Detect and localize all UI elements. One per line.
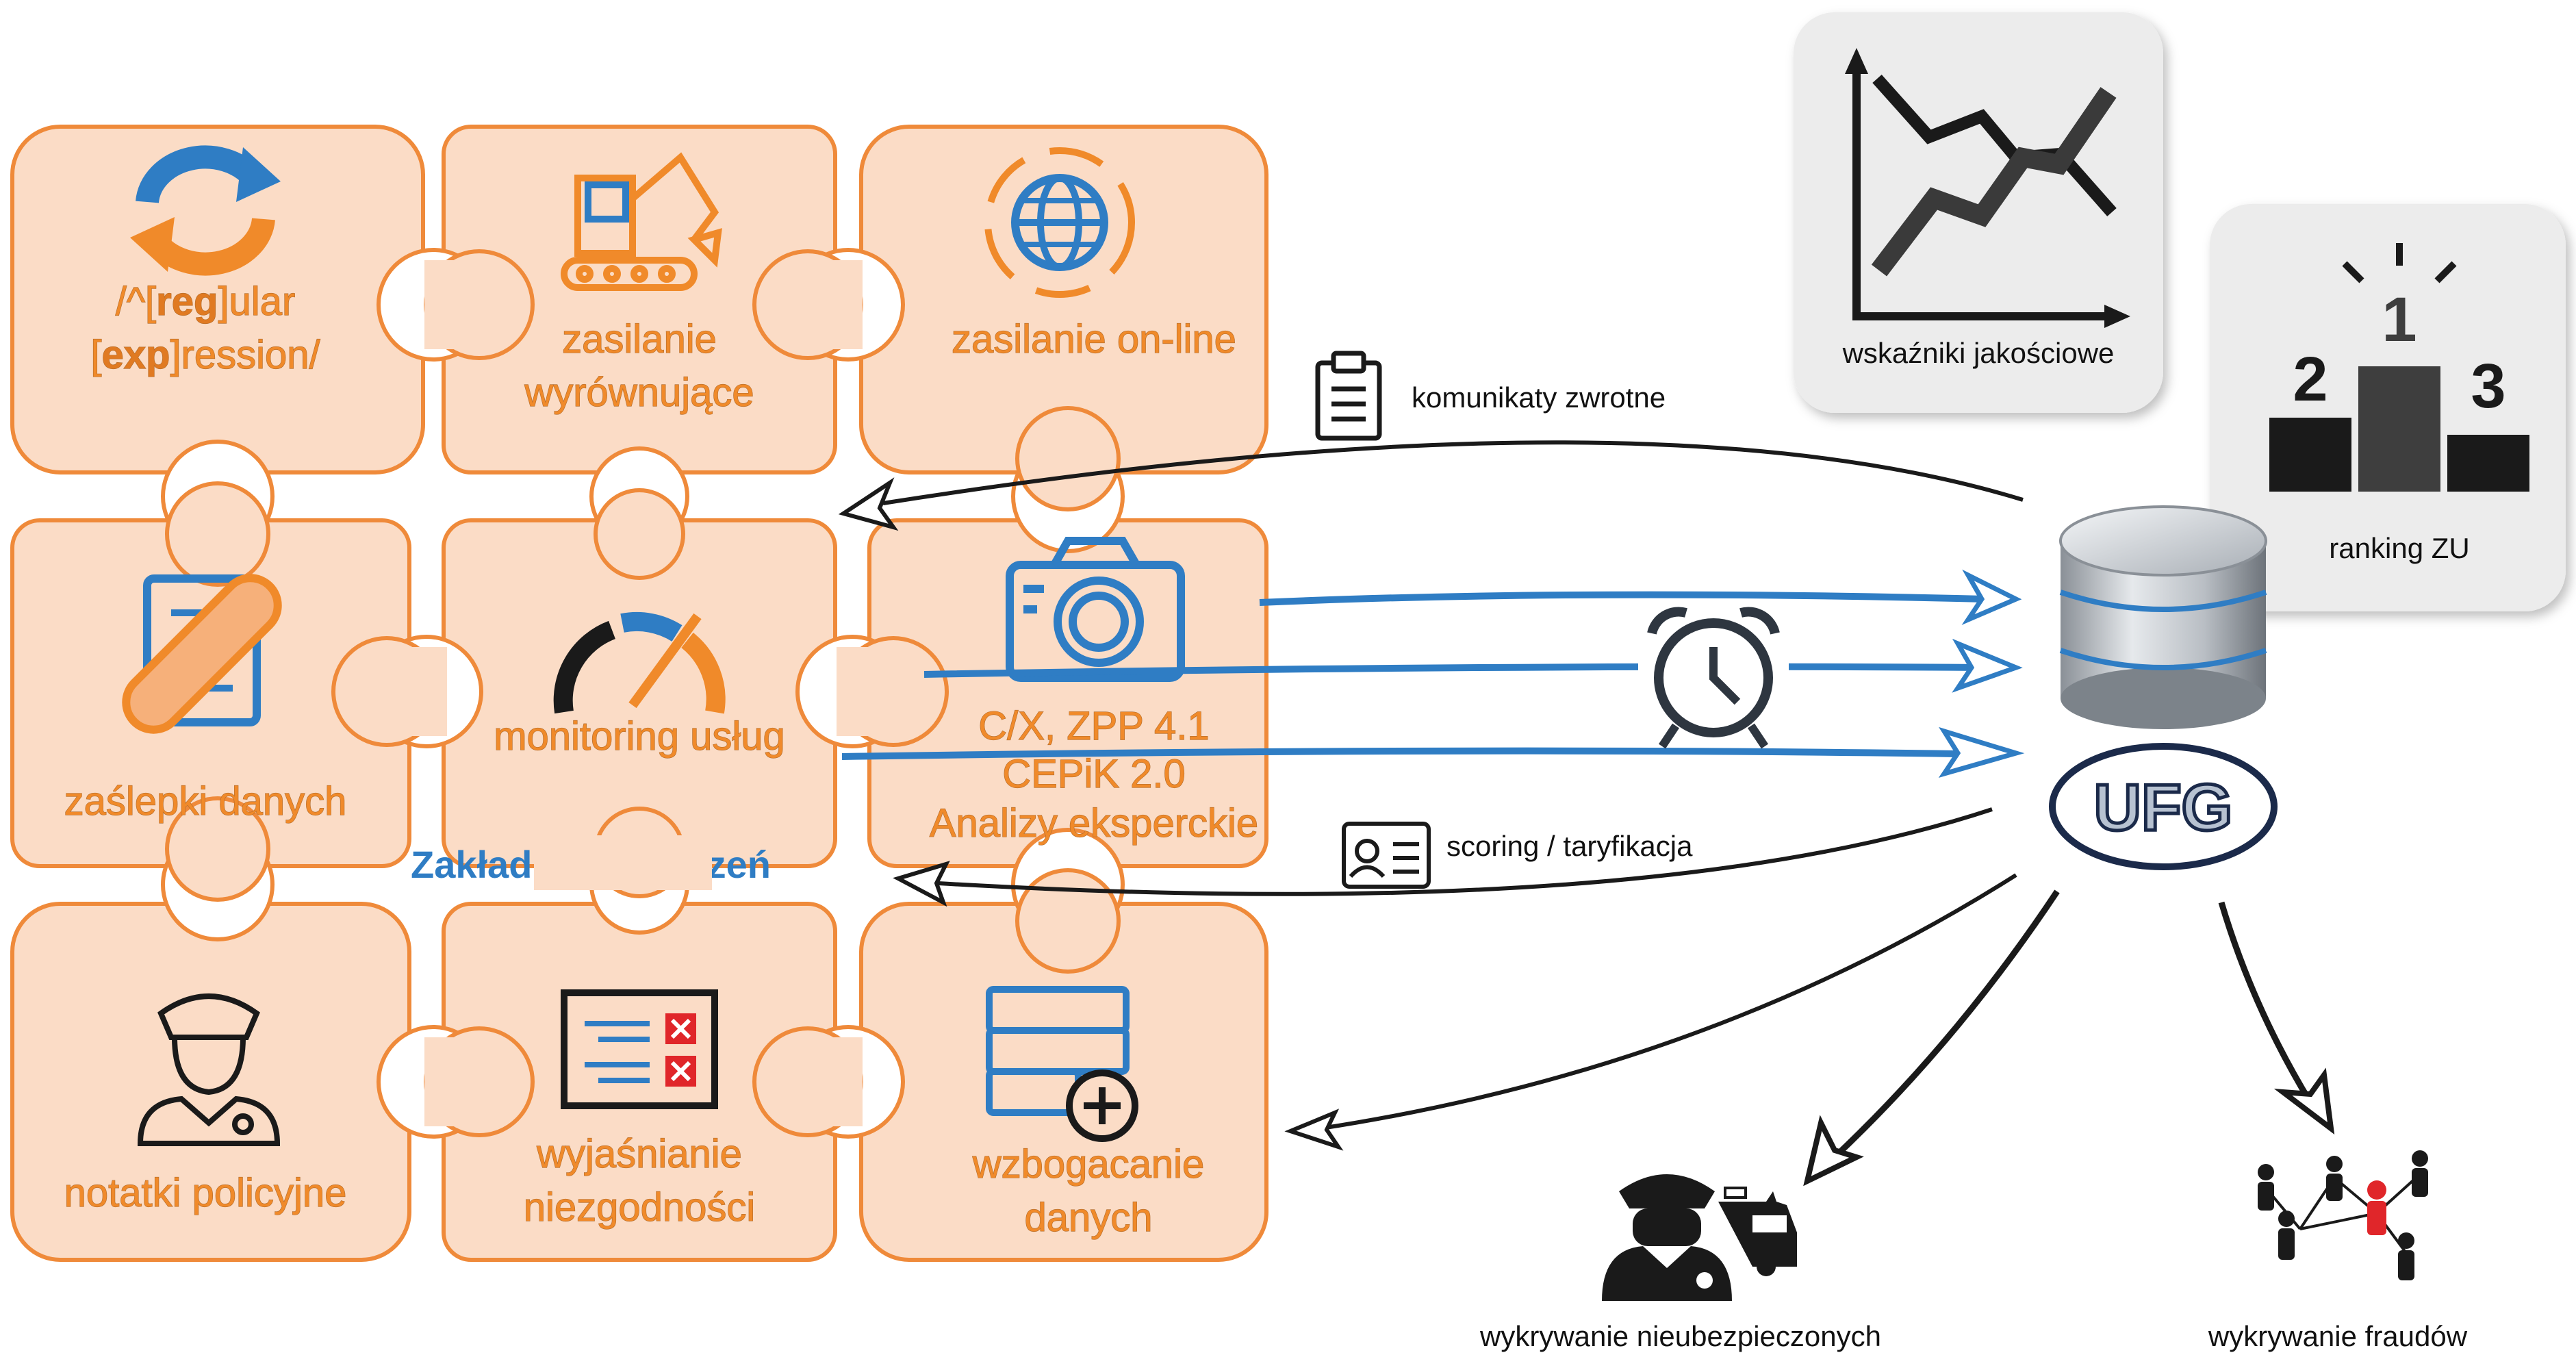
- komunikaty-arrow: [882, 440, 2024, 505]
- arrow-to-fraudy-head: [2273, 1067, 2335, 1135]
- zaslepki-label: zaślepki danych: [64, 779, 347, 824]
- police-car-icon: [1602, 1174, 1797, 1301]
- cx-label-line3: Analizy eksperckie: [930, 801, 1258, 846]
- scoring-arrowhead: [893, 861, 950, 907]
- zasilanie-wyr-label-line2: wyrównujące: [524, 370, 754, 415]
- notatki-label: notatki policyjne: [64, 1171, 347, 1215]
- cx-label-line1: C/X, ZPP 4.1: [978, 704, 1209, 748]
- line-chart-icon: [1845, 48, 2130, 328]
- database-icon: [2059, 505, 2267, 729]
- alarm-clock-icon: [1638, 607, 1789, 749]
- wzbogacanie-label-line2: danych: [1024, 1195, 1152, 1240]
- server-add-icon: [986, 986, 1138, 1142]
- scoring-arrow: [937, 807, 1993, 896]
- id-card-icon: [1342, 822, 1431, 889]
- zasilanie-wyr-label-line1: zasilanie: [562, 317, 717, 362]
- gauge-icon: [553, 612, 726, 714]
- arrow-to-puzzle-bottom-head: [1284, 1109, 1344, 1151]
- regex-label-line1: /^[reg]ular: [116, 279, 296, 324]
- rank-first: 1: [2382, 285, 2416, 355]
- cx-label-line2: CEPiK 2.0: [1002, 752, 1186, 796]
- fraud-network-icon: [2258, 1150, 2428, 1280]
- arrow-to-puzzle-bottom: [1321, 873, 2017, 1130]
- blue-arrowheads: [1938, 569, 2025, 778]
- komunikaty-arrowhead: [838, 477, 899, 531]
- blue-flow-lines: [841, 591, 2000, 760]
- checklist-x-icon: [561, 989, 718, 1109]
- wyjasnianie-label-line1: wyjaśnianie: [536, 1132, 742, 1176]
- camera-icon: [1006, 537, 1185, 682]
- ufg-logo: UFG: [2049, 743, 2278, 870]
- excavator-icon: [561, 152, 722, 291]
- wyjasnianie-label-line2: niezgodności: [524, 1185, 756, 1230]
- arrow-to-nieubezpieczeni: [1832, 889, 2060, 1160]
- rank-second: 2: [2293, 344, 2328, 414]
- puzzle-knobs: [161, 248, 1125, 1139]
- wzbogacanie-label-line1: wzbogacanie: [972, 1142, 1205, 1187]
- regex-label-line2: [exp]ression/: [90, 333, 320, 377]
- ranking-label: ranking ZU: [2329, 532, 2469, 564]
- monitoring-label: monitoring usług: [494, 714, 785, 759]
- podium-icon: [2269, 243, 2529, 492]
- fraudy-label: wykrywanie fraudów: [2208, 1320, 2468, 1352]
- arrow-to-fraudy: [2218, 901, 2313, 1104]
- clipboard-icon: [1315, 351, 1382, 441]
- wskazniki-label: wskaźniki jakościowe: [1842, 337, 2115, 369]
- globe-sync-icon: [984, 147, 1135, 298]
- arrow-to-nieubezpieczeni-head: [1803, 1115, 1864, 1187]
- komunikaty-label: komunikaty zwrotne: [1412, 381, 1666, 414]
- document-bandage-icon: [122, 574, 282, 734]
- sync-arrows-icon: [130, 145, 281, 276]
- rank-third: 3: [2471, 351, 2505, 421]
- svg-text:UFG: UFG: [2094, 771, 2233, 844]
- police-officer-icon: [137, 993, 281, 1146]
- scoring-label: scoring / taryfikacja: [1446, 830, 1693, 862]
- nieubezpieczeni-label: wykrywanie nieubezpieczonych: [1479, 1320, 1881, 1352]
- zasilanie-online-label: zasilanie on-line: [952, 317, 1236, 362]
